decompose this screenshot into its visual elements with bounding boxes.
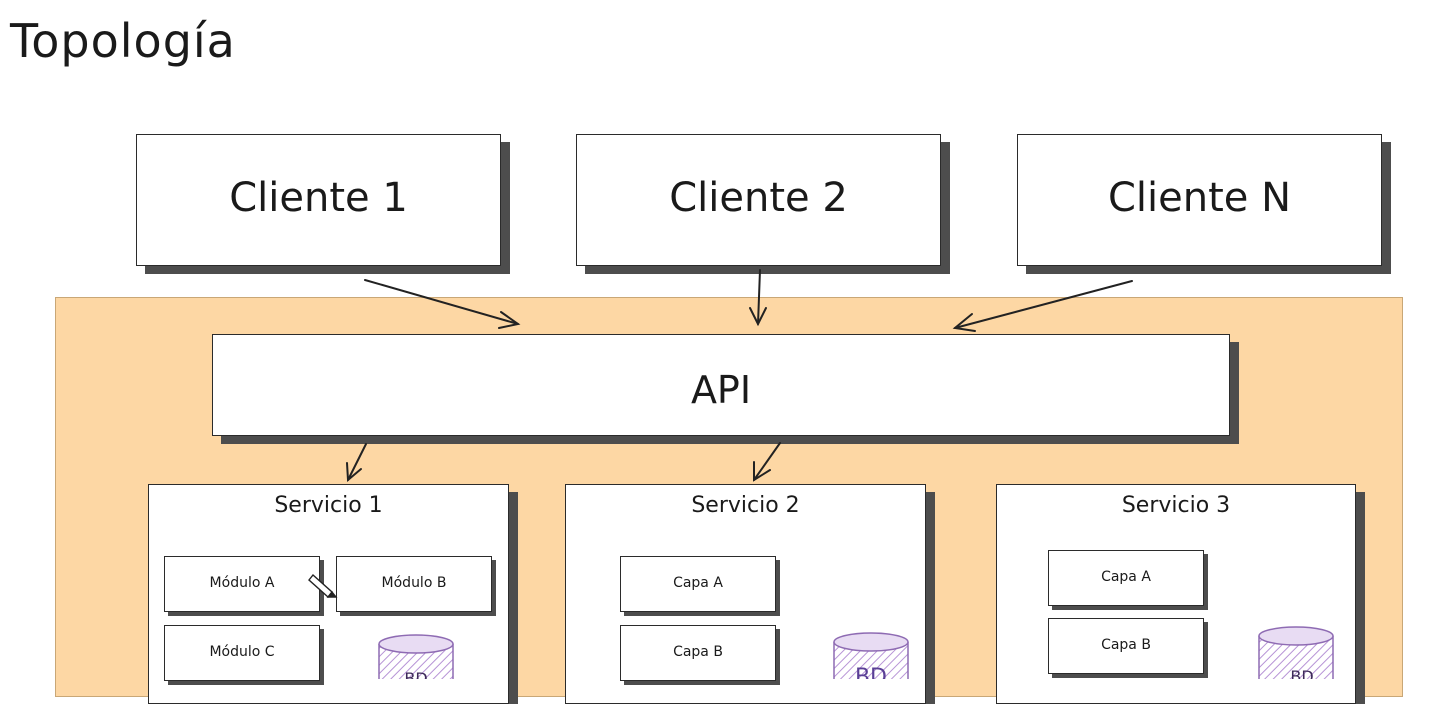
module-a-box[interactable]: Módulo A	[164, 556, 320, 612]
database-icon: BD	[1258, 626, 1334, 679]
arrow-client-n-to-api	[952, 280, 1133, 332]
arrow-client-2-to-api	[749, 269, 767, 327]
api-label: API	[690, 368, 752, 412]
layer-b-box[interactable]: Capa B	[1048, 618, 1204, 674]
client-1-box[interactable]: Cliente 1	[136, 134, 501, 266]
client-n-box[interactable]: Cliente N	[1017, 134, 1382, 266]
client-2-label: Cliente 2	[669, 175, 848, 221]
database-2-label: BD	[855, 665, 887, 679]
client-n-label: Cliente N	[1107, 175, 1292, 221]
client-1-label: Cliente 1	[229, 175, 408, 221]
module-c-box[interactable]: Módulo C	[164, 625, 320, 681]
database-icon: BD	[378, 634, 454, 679]
database-icon: BD	[833, 632, 909, 679]
arrow-client-1-to-api	[364, 279, 521, 329]
module-b-box[interactable]: Módulo B	[336, 556, 492, 612]
layer-a-box[interactable]: Capa A	[1048, 550, 1204, 606]
service-2-label: Servicio 2	[691, 493, 800, 518]
arrow-api-to-service-2	[753, 442, 781, 482]
page-title: Topología	[10, 14, 236, 68]
database-1-label: BD	[404, 669, 427, 679]
connectors-layer: BD BD BD	[308, 269, 1334, 679]
service-3-label: Servicio 3	[1121, 493, 1231, 518]
arrow-api-to-service-1	[346, 443, 367, 483]
pencil-cursor-icon	[308, 573, 338, 599]
api-box[interactable]: API	[212, 334, 1230, 436]
service-1-label: Servicio 1	[274, 493, 383, 518]
database-3-label: BD	[1290, 667, 1313, 679]
client-2-box[interactable]: Cliente 2	[576, 134, 941, 266]
layer-a-box[interactable]: Capa A	[620, 556, 776, 612]
